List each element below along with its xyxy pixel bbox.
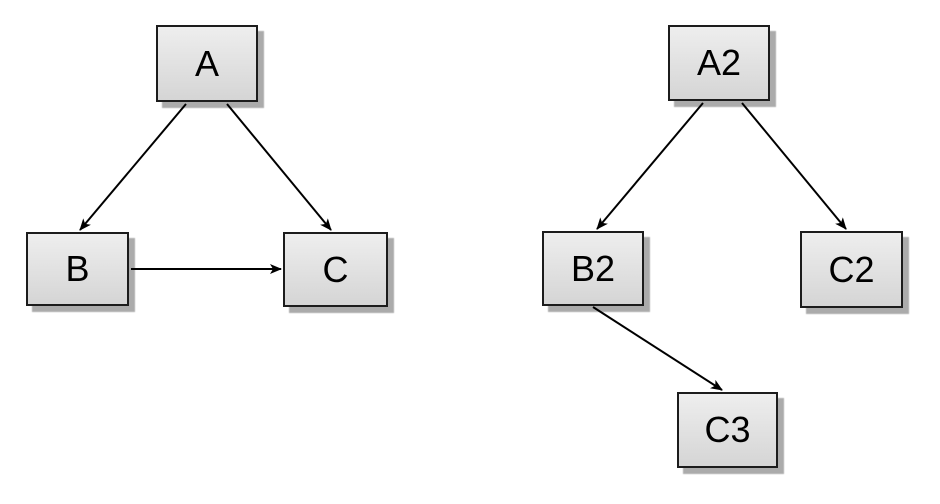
node-label-C3: C3: [704, 409, 751, 450]
edge-A2-C2: [741, 102, 847, 230]
node-label-A: A: [194, 42, 219, 84]
node-C[interactable]: C: [283, 232, 388, 307]
edge-A-C: [226, 103, 332, 231]
node-label-C: C: [322, 248, 349, 290]
node-C2[interactable]: C2: [800, 231, 903, 308]
node-label-A2: A2: [696, 42, 742, 83]
edge-A-B: [79, 103, 187, 231]
node-C3[interactable]: C3: [677, 392, 778, 468]
node-B2[interactable]: B2: [542, 231, 644, 306]
edge-A2-B2: [596, 102, 704, 230]
node-label-C2: C2: [828, 248, 875, 290]
edges-group: [79, 102, 847, 391]
node-A2[interactable]: A2: [668, 25, 770, 101]
node-B[interactable]: B: [26, 232, 129, 306]
node-label-B2: B2: [570, 247, 616, 289]
node-A[interactable]: A: [156, 25, 258, 102]
node-label-B: B: [65, 248, 90, 289]
edge-B2-C3: [592, 306, 723, 391]
